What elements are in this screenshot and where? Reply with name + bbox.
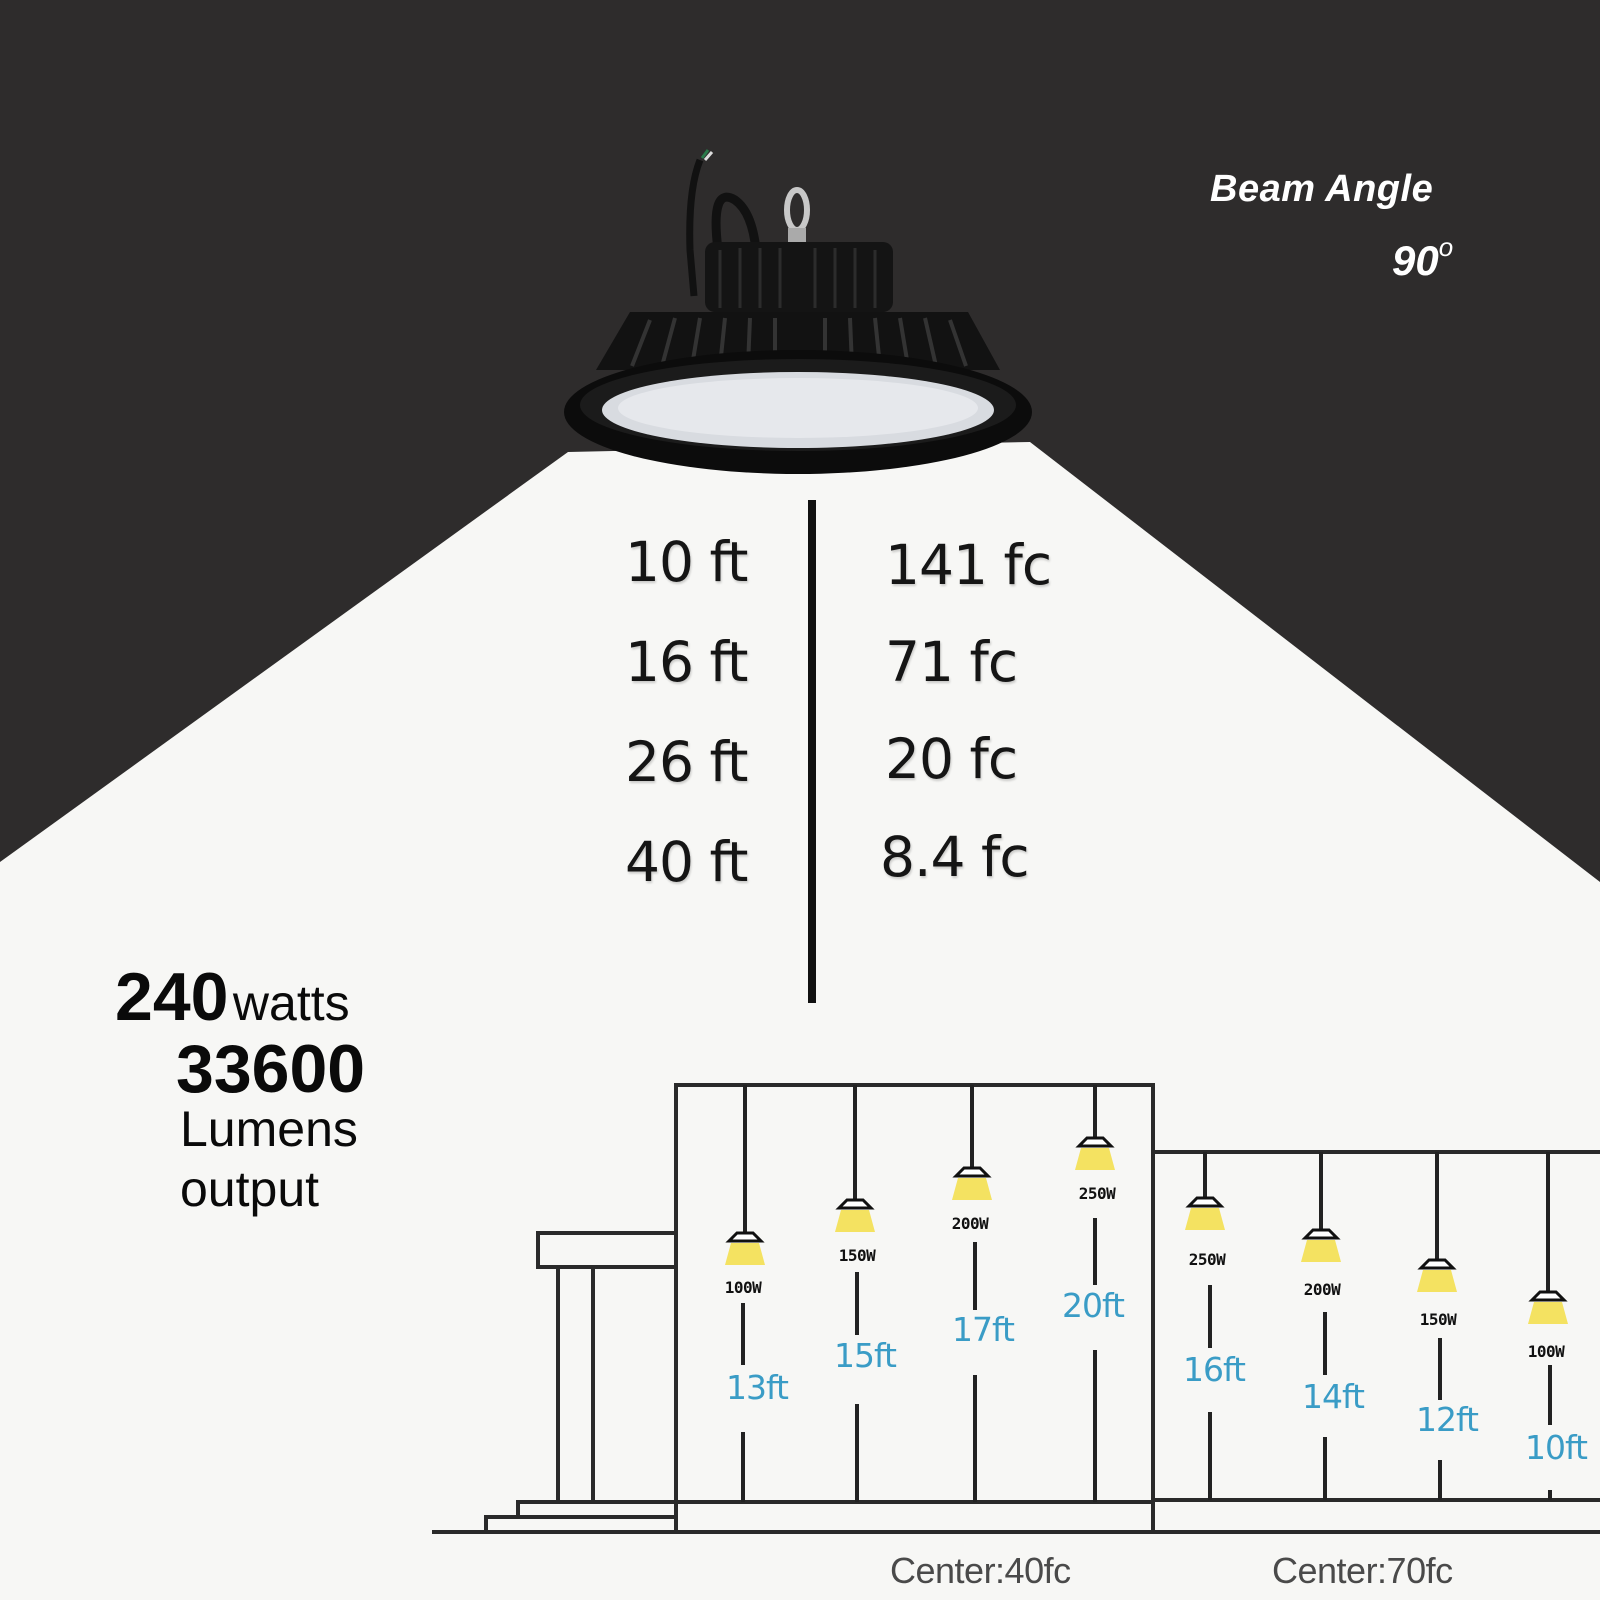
fixture-wattage: 150W (838, 1246, 876, 1265)
fixture-height: 15ft (834, 1336, 897, 1375)
fixture-height: 17ft (952, 1310, 1015, 1349)
distance-value: 40 ft (625, 830, 748, 894)
fixture-height: 12ft (1416, 1400, 1479, 1439)
fixture-wattage: 150W (1419, 1310, 1457, 1329)
lumens-suffix: output (180, 1161, 320, 1217)
fixture-wattage: 100W (1527, 1342, 1565, 1361)
distance-value: 16 ft (625, 630, 748, 694)
height-markers (741, 1218, 1552, 1502)
fixture-wattage: 250W (1078, 1184, 1116, 1203)
footcandle-value: 20 fc (885, 727, 1018, 791)
watts-unit: watts (232, 975, 350, 1031)
degree-symbol: o (1438, 232, 1454, 262)
beam-angle-title: Beam Angle (1210, 168, 1434, 210)
fixture-height: 14ft (1302, 1377, 1365, 1416)
fixture-height: 13ft (726, 1368, 789, 1407)
pendant-light-icon (1301, 1152, 1341, 1262)
light-cone (0, 442, 1600, 1600)
pendant-light-icon (1528, 1152, 1568, 1324)
pendant-light-icon (952, 1085, 992, 1200)
center-illuminance-left: Center:40fc (890, 1550, 1071, 1591)
building-diagram (432, 1083, 1600, 1534)
footcandle-value: 71 fc (885, 630, 1018, 694)
distance-value: 10 ft (625, 530, 748, 594)
center-illuminance-right: Center:70fc (1272, 1550, 1453, 1591)
beam-angle-number: 90 (1392, 237, 1439, 284)
diagram-fixtures (725, 1085, 1568, 1324)
distance-value: 26 ft (625, 730, 748, 794)
fixture-wattage: 200W (1303, 1280, 1341, 1299)
pendant-light-icon (835, 1085, 875, 1232)
beam-angle-value: 90o (1392, 232, 1453, 285)
lumens-unit: Lumens (180, 1101, 358, 1157)
fixture-wattage: 250W (1188, 1250, 1226, 1269)
fixture-height: 10ft (1525, 1428, 1588, 1467)
watts-line: 240 watts (115, 958, 350, 1036)
fixture-wattage: 200W (951, 1214, 989, 1233)
fixture-wattage: 100W (724, 1278, 762, 1297)
pendant-light-icon (1417, 1152, 1457, 1292)
pendant-light-icon (1185, 1152, 1225, 1230)
fixture-height: 16ft (1183, 1350, 1246, 1389)
lumens-value: 33600 (176, 1031, 366, 1107)
ufo-highbay-light-icon (564, 149, 1032, 474)
footcandle-value: 141 fc (885, 533, 1052, 597)
watts-value: 240 (115, 959, 229, 1035)
pendant-light-icon (725, 1085, 765, 1265)
fixture-height: 20ft (1062, 1286, 1125, 1325)
pendant-light-icon (1075, 1085, 1115, 1170)
footcandle-value: 8.4 fc (880, 825, 1030, 889)
